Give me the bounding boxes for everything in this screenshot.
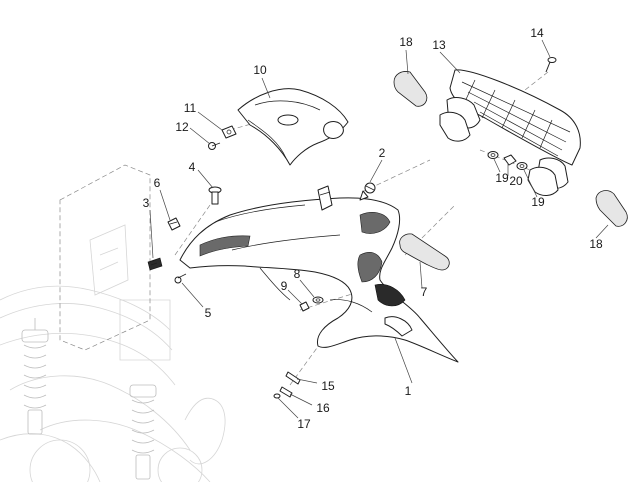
label-20: 20 <box>509 174 523 188</box>
part-3-clip <box>147 257 163 271</box>
part-16-pin <box>279 386 293 398</box>
label-16: 16 <box>316 401 330 415</box>
label-13: 13 <box>432 38 446 52</box>
reference-bracket <box>59 164 151 351</box>
part-17-pin <box>273 393 281 399</box>
leader-lines <box>149 39 609 419</box>
part-19-washer-left <box>487 151 499 159</box>
ghost-shock-left <box>21 318 49 435</box>
label-14: 14 <box>530 26 544 40</box>
part-19-washer-right <box>516 162 528 170</box>
label-12: 12 <box>175 120 189 134</box>
label-1: 1 <box>404 384 412 398</box>
part-9-screw <box>299 301 310 312</box>
label-5: 5 <box>204 306 212 320</box>
label-6: 6 <box>153 176 161 190</box>
label-3: 3 <box>142 196 150 210</box>
part-14-screw <box>545 57 557 73</box>
part-2-screw <box>359 182 376 201</box>
part-1-mudguard-body <box>179 185 459 363</box>
part-12-screw <box>208 142 221 150</box>
part-8-washer <box>312 296 324 304</box>
label-15: 15 <box>321 379 335 393</box>
part-7-reflector <box>399 233 450 271</box>
label-11: 11 <box>183 101 197 115</box>
label-4: 4 <box>188 160 196 174</box>
part-6-nut <box>167 217 181 231</box>
part-15-pin <box>285 371 301 385</box>
part-11-clip <box>221 125 237 139</box>
label-17: 17 <box>297 417 311 431</box>
ghost-frame <box>0 285 226 482</box>
label-18-lower: 18 <box>589 237 603 251</box>
part-20-nut <box>503 154 517 166</box>
part-4-screw <box>208 186 222 205</box>
label-19-right: 19 <box>531 195 545 209</box>
label-2: 2 <box>378 146 386 160</box>
part-13-plate-bracket <box>439 69 581 196</box>
label-19-left: 19 <box>495 171 509 185</box>
ghost-shock-right <box>129 384 157 480</box>
label-18-upper: 18 <box>399 35 413 49</box>
part-5-screw <box>174 273 187 284</box>
part-18-pad-lower <box>595 190 628 227</box>
label-9: 9 <box>280 279 288 293</box>
label-10: 10 <box>253 63 267 77</box>
part-10-tail-cover <box>237 88 349 166</box>
label-8: 8 <box>293 267 301 281</box>
label-7: 7 <box>420 285 428 299</box>
part-18-pad-upper <box>393 71 428 107</box>
